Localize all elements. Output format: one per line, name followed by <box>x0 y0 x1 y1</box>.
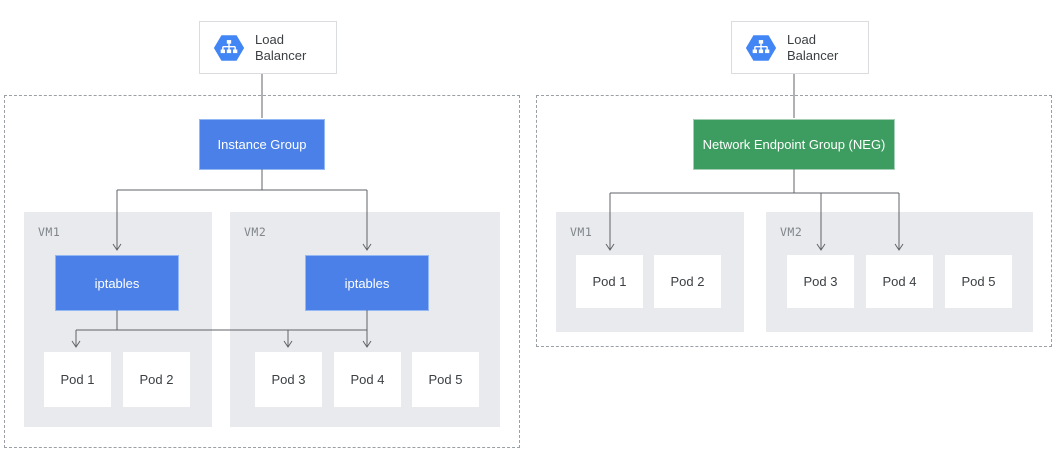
vm2-panel-right: VM2 Pod 3 Pod 4 Pod 5 <box>766 212 1033 332</box>
iptables-box-vm2: iptables <box>305 255 429 311</box>
vm2-label: VM2 <box>244 225 267 239</box>
load-balancer-card-left: Load Balancer <box>199 21 337 74</box>
pod-box: Pod 5 <box>412 352 479 407</box>
pod-box: Pod 2 <box>123 352 190 407</box>
pod-box: Pod 3 <box>255 352 322 407</box>
load-balancer-icon <box>213 34 245 61</box>
vm1-label: VM1 <box>38 225 61 239</box>
vm1-panel-right: VM1 Pod 1 Pod 2 <box>556 212 744 332</box>
load-balancer-label: Load Balancer <box>255 31 307 63</box>
pod-box: Pod 1 <box>576 255 643 308</box>
pod-box: Pod 4 <box>866 255 933 308</box>
vm1-label: VM1 <box>570 225 593 239</box>
pod-box: Pod 2 <box>654 255 721 308</box>
pod-box: Pod 5 <box>945 255 1012 308</box>
instance-group-box: Instance Group <box>199 119 325 170</box>
pod-box: Pod 1 <box>44 352 111 407</box>
load-balancer-card-right: Load Balancer <box>731 21 869 74</box>
load-balancer-label: Load Balancer <box>787 31 839 63</box>
vm1-panel-left: VM1 iptables Pod 1 Pod 2 <box>24 212 212 427</box>
load-balancer-icon <box>745 34 777 61</box>
pod-box: Pod 4 <box>334 352 401 407</box>
network-endpoint-group-box: Network Endpoint Group (NEG) <box>693 119 895 170</box>
iptables-box-vm1: iptables <box>55 255 179 311</box>
vm2-panel-left: VM2 iptables Pod 3 Pod 4 Pod 5 <box>230 212 500 427</box>
pod-box: Pod 3 <box>787 255 854 308</box>
vm2-label: VM2 <box>780 225 803 239</box>
